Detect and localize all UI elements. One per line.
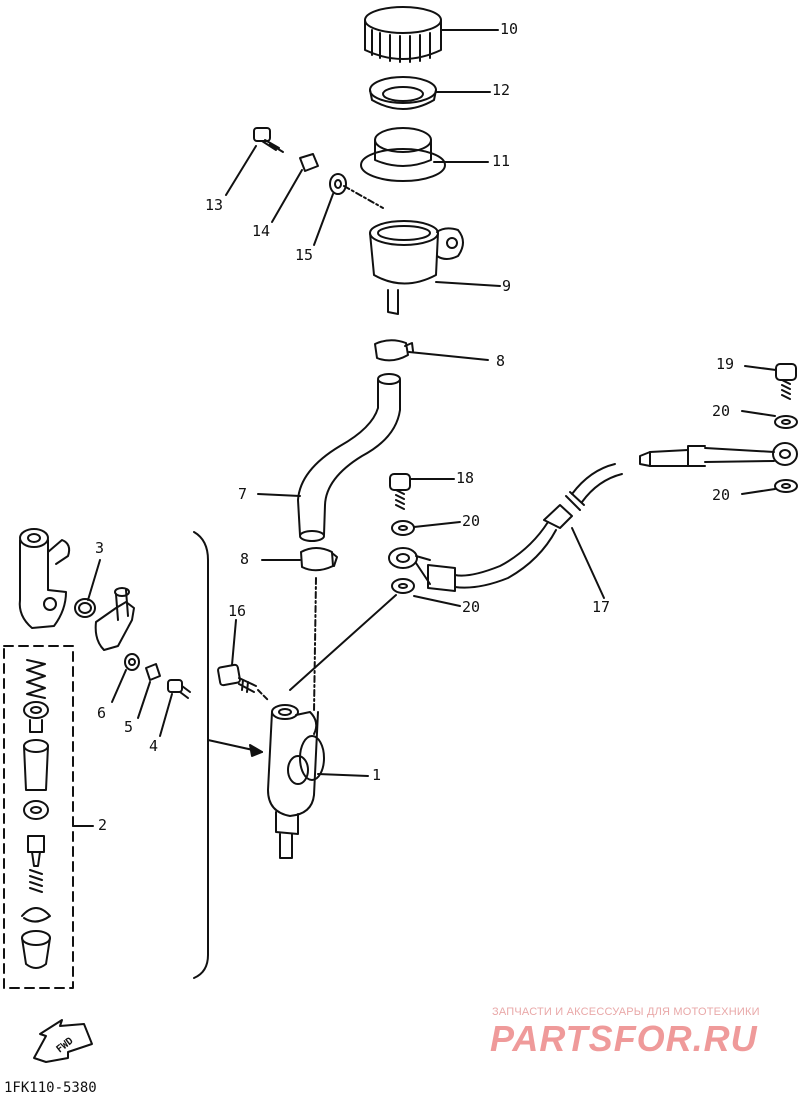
part-8-lower-clip [261,547,338,713]
part-8-upper-clip [374,339,489,362]
part-15-washer [313,173,347,246]
callout-7: 7 [238,485,248,503]
watermark-subtitle: ЗАПЧАСТИ И АКСЕССУАРЫ ДЛЯ МОТОТЕХНИКИ [492,1006,760,1018]
part-18-bolt [389,473,455,510]
part-3-oring [74,559,101,618]
callout-10: 10 [500,20,519,38]
part-17-hose [388,442,798,599]
part-13-bolt [225,127,284,196]
part-20-washer-b [289,578,461,691]
callout-8-upper: 8 [496,352,506,370]
watermark-logo: PARTSFOR.RU [490,1018,758,1059]
callout-13: 13 [205,196,224,214]
part-12-plate [369,76,491,110]
callout-2: 2 [98,816,108,834]
part-20-washer-lower [741,479,798,495]
part-11-diaphragm [360,127,489,182]
callout-17: 17 [592,598,611,616]
diagram-code: 1FK110-5380 [4,1080,97,1096]
part-20-washer-a [391,520,461,536]
callout-20-lower: 20 [462,598,481,616]
callout-14: 14 [252,222,271,240]
callout-1: 1 [372,766,382,784]
callout-9: 9 [502,277,512,295]
callout-19: 19 [716,355,735,373]
callout-11: 11 [492,152,511,170]
callout-15: 15 [295,246,314,264]
part-4-bolt [159,679,191,737]
housing-part [18,528,71,629]
part-9-reservoir [369,220,501,315]
callout-3: 3 [95,539,105,557]
hose-joint [94,587,135,651]
bracket [193,531,209,979]
part-7-hose [257,373,401,542]
part-5-nut [137,663,161,719]
callout-5: 5 [124,718,134,736]
part-14-nut [271,153,319,223]
part-19-bolt [744,363,797,400]
callout-6: 6 [97,704,107,722]
part-20-washer-upper [741,410,798,429]
callout-4: 4 [149,737,159,755]
callout-12: 12 [492,81,511,99]
part-6-washer [111,653,140,703]
arrow [207,739,263,757]
callout-16: 16 [228,602,247,620]
callout-20-right: 20 [712,486,731,504]
part-2-kit [3,645,94,989]
part-10-cap [364,6,499,63]
callout-20-upper: 20 [712,402,731,420]
callout-18: 18 [456,469,475,487]
part-16-bleed-screw [217,619,269,701]
forward-arrow [33,1019,93,1063]
callout-20-mid: 20 [462,512,481,530]
part-1-master-cylinder [267,704,369,859]
callout-8-lower: 8 [240,550,250,568]
